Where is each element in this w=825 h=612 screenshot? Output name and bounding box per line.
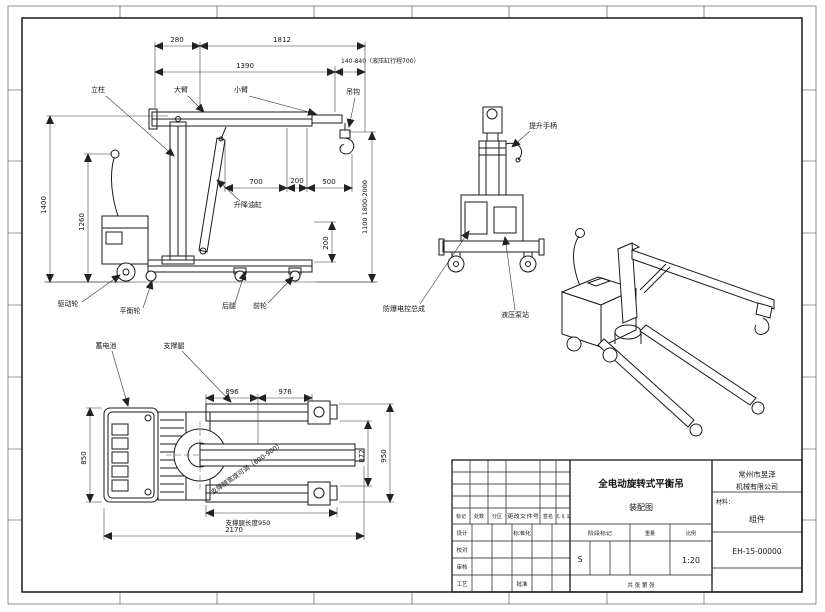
header-date: 年、月、日 [557,513,570,520]
plan-dim-lines [86,394,394,540]
dim-950: 950 [380,449,388,462]
header-weight: 重量 [645,530,655,537]
header-change-no: 更改文件号 [507,513,539,520]
dim-500: 500 [322,178,335,186]
signature-area: 设计 校对 审核 工艺 标准化 批准 [452,524,570,592]
drawing-number: EH-15-00000 [732,547,781,556]
label-lift-cylinder: 升降油缸 [234,200,262,209]
label-column: 立柱 [91,85,105,94]
front-base-outline [438,194,545,273]
header-count: 处数 [474,513,484,520]
label-lift-handle: 提升手柄 [529,121,557,130]
hook-outline [339,123,355,155]
dim-280: 280 [170,36,183,44]
stage-mark-value: S [577,555,582,564]
label-small-arm: 小臂 [234,85,248,94]
company-name-line1: 常州市昱泽 [738,469,776,479]
dim-200-v: 200 [322,236,330,249]
material-value: 组件 [749,514,765,524]
label-pump-station: 液压泵站 [501,310,529,319]
label-front-wheel: 前轮 [253,301,267,310]
header-approve: 批准 [516,580,528,588]
revision-table: 标记 处数 分区 更改文件号 签名 年、月、日 [452,460,570,525]
header-proof: 校对 [456,546,468,554]
side-leaders [81,95,356,309]
iso-crane-outline [560,228,775,437]
dim-200-h: 200 [290,177,303,185]
dim-2170: 2170 [225,526,243,534]
boom-outline [148,108,343,130]
label-battery: 蓄电池 [96,341,117,350]
dim-hook-height: 1100 1800-2000 [361,180,369,234]
plan-legs-outline [205,400,338,506]
label-balance-wheel: 平衡轮 [120,306,141,315]
front-view: 提升手柄 防爆电控总成 液压泵站 [383,106,557,319]
dim-1400: 1400 [40,196,48,214]
drawing-type: 装配图 [629,502,653,512]
dim-700: 700 [249,178,262,186]
plan-battery-outline [103,407,159,503]
sheet-count: 共 张 第 张 [627,581,655,589]
header-zone: 分区 [492,513,502,520]
label-control-box: 防爆电控总成 [383,304,425,313]
dim-1812: 1812 [273,36,291,44]
dim-896: 896 [225,388,239,396]
dim-872: 872 [358,449,366,462]
label-rear-leg: 后腿 [222,301,236,310]
header-stage: 阶段标记 [588,530,612,537]
header-mark: 标记 [456,513,466,520]
material-label: 材料： [716,498,734,506]
note-leg-length: 支撑腿长度950 [226,518,271,527]
dim-cylinder-range: 140-840（液压缸行程700） [341,57,420,65]
front-mast-outline [478,106,522,196]
label-hook: 吊钩 [346,87,360,96]
column-outline [161,116,195,265]
top-view: 蓄电池 支撑腿 支撑腿宽度可调（600-900） 支撑腿长度950 896 97… [80,341,394,540]
product-area: 全电动旋转式平衡吊 装配图 阶段标记 重量 比例 S 1:20 共 张 第 张 [570,478,712,589]
cylinder-outline [198,126,227,255]
isometric-view [560,228,775,437]
plan-boom-outline [199,443,365,467]
zone-ticks [8,6,816,604]
dim-850: 850 [80,451,88,464]
dim-1260: 1260 [78,213,86,231]
header-craft: 工艺 [456,581,468,588]
header-audit: 审核 [456,563,468,571]
title-block: 标记 处数 分区 更改文件号 签名 年、月、日 设计 校对 审核 工艺 标准化 … [451,459,803,593]
header-design: 设计 [456,529,468,537]
company-area: 常州市昱泽 机械有限公司 材料： 组件 EH-15-00000 [712,469,802,569]
header-sign: 签名 [543,513,553,520]
side-view: 280 1812 1390 140-840（液压缸行程700） 700 200 … [40,36,420,315]
header-scale: 比例 [686,530,696,537]
front-leaders [419,130,531,311]
label-support-leg: 支撑腿 [164,341,185,350]
product-name: 全电动旋转式平衡吊 [597,478,684,490]
dim-976: 976 [278,388,292,396]
scale-value: 1:20 [682,556,700,565]
label-big-arm: 大臂 [174,85,188,94]
dim-1390: 1390 [236,62,254,70]
plan-leaders [111,350,232,407]
header-standard: 标准化 [513,530,531,537]
company-name-line2: 机械有限公司 [736,482,778,491]
label-drive-wheel: 驱动轮 [58,299,79,308]
drawing-border [7,5,817,605]
